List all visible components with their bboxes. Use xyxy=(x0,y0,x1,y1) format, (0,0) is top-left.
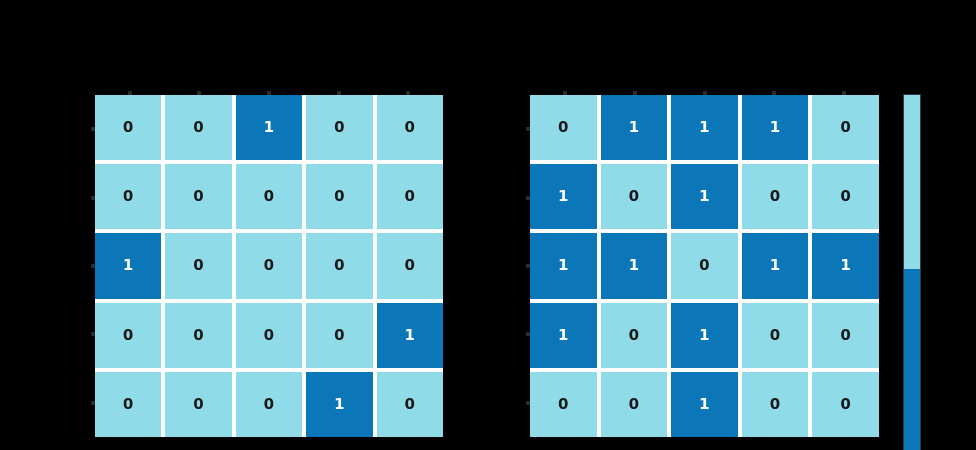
heatmap-cell: 0 xyxy=(235,371,303,437)
heatmap-cell: 0 xyxy=(165,164,232,230)
x-axis-tick xyxy=(127,91,132,95)
heatmap-cell: 0 xyxy=(812,164,879,230)
heatmap-cell: 0 xyxy=(530,95,597,161)
heatmap-cell: 0 xyxy=(235,302,303,368)
y-axis-tick xyxy=(91,332,95,337)
heatmap-cell: 1 xyxy=(741,95,809,161)
heatmap-cell: 0 xyxy=(95,302,162,368)
heatmap-cell: 0 xyxy=(741,164,809,230)
heatmap-cell: 1 xyxy=(600,95,668,161)
heatmap-cell: 1 xyxy=(306,371,373,437)
y-axis-tick xyxy=(526,400,530,405)
x-axis-tick xyxy=(842,91,847,95)
heatmap-cell: 0 xyxy=(600,302,668,368)
x-axis-tick xyxy=(632,91,637,95)
heatmap-cell: 0 xyxy=(741,302,809,368)
x-axis-tick xyxy=(562,91,567,95)
heatmap-cell: 0 xyxy=(165,233,232,299)
heatmap-cell: 0 xyxy=(812,95,879,161)
heatmap-cell: 0 xyxy=(812,371,879,437)
y-axis-tick xyxy=(526,332,530,337)
heatmap-cell: 0 xyxy=(376,233,443,299)
heatmap-cell: 1 xyxy=(812,233,879,299)
heatmap-cell: 1 xyxy=(671,302,738,368)
heatmap-cell: 0 xyxy=(376,95,443,161)
heatmap-cell: 1 xyxy=(671,371,738,437)
heatmap-cell: 1 xyxy=(235,95,303,161)
x-axis-tick xyxy=(267,91,271,95)
heatmap-cell: 1 xyxy=(530,233,597,299)
heatmap-cell: 0 xyxy=(530,371,597,437)
heatmap-cell: 1 xyxy=(95,233,162,299)
x-axis-tick xyxy=(406,91,411,95)
heatmap-cell: 0 xyxy=(165,302,232,368)
heatmap-cell: 1 xyxy=(671,164,738,230)
heatmap-cell: 0 xyxy=(812,302,879,368)
heatmap-cell: 0 xyxy=(165,371,232,437)
heatmap-cell: 1 xyxy=(600,233,668,299)
heatmap-cell: 0 xyxy=(306,233,373,299)
colorbar xyxy=(903,94,921,450)
heatmap-cell: 0 xyxy=(95,371,162,437)
heatmap-cell: 0 xyxy=(376,371,443,437)
x-axis-tick xyxy=(197,91,202,95)
heatmap-cell: 0 xyxy=(600,371,668,437)
y-axis-tick xyxy=(91,264,95,268)
x-axis-tick xyxy=(772,91,777,95)
heatmap-cell: 0 xyxy=(376,164,443,230)
heatmap-cell: 0 xyxy=(741,371,809,437)
heatmap-cell: 0 xyxy=(235,233,303,299)
heatmap-cell: 1 xyxy=(530,302,597,368)
heatmap-cell: 0 xyxy=(95,164,162,230)
heatmap-cell: 0 xyxy=(95,95,162,161)
x-axis-tick xyxy=(702,91,707,95)
colorbar-segment xyxy=(904,269,920,450)
heatmap-cell: 0 xyxy=(235,164,303,230)
colorbar-segment xyxy=(904,95,920,269)
heatmap-cell: 0 xyxy=(165,95,232,161)
x-axis-tick xyxy=(336,91,341,95)
y-axis-tick xyxy=(91,195,95,200)
heatmap-cell: 0 xyxy=(306,302,373,368)
heatmap-cell: 0 xyxy=(306,95,373,161)
y-axis-tick xyxy=(91,127,95,132)
y-axis-tick xyxy=(526,195,530,200)
heatmap-cell: 0 xyxy=(306,164,373,230)
y-axis-tick xyxy=(526,127,530,132)
heatmap-cell: 1 xyxy=(741,233,809,299)
y-axis-tick xyxy=(526,264,530,268)
heatmap-cell: 1 xyxy=(671,95,738,161)
heatmap-cell: 1 xyxy=(376,302,443,368)
y-axis-tick xyxy=(91,400,95,405)
heatmap-cell: 1 xyxy=(530,164,597,230)
heatmap-cell: 0 xyxy=(671,233,738,299)
heatmap-cell: 0 xyxy=(600,164,668,230)
